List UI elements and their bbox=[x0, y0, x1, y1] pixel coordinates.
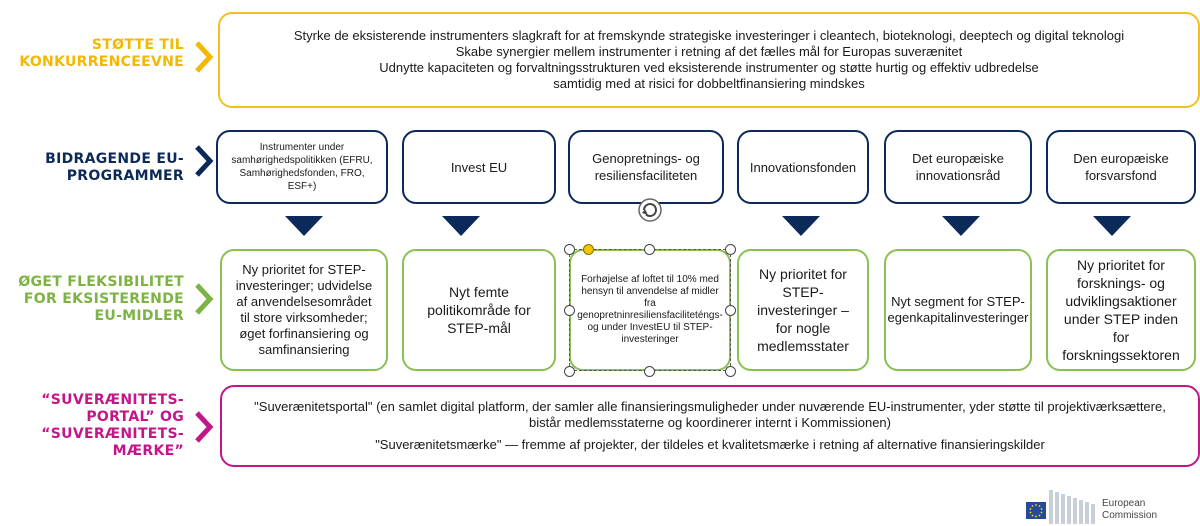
flex-text: Nyt femte politikområde for STEP-mål bbox=[427, 284, 531, 336]
program-invest-eu: Invest EU bbox=[402, 130, 556, 204]
label-sovereignty-portal: “SUVERÆNITETS- PORTAL” OG “SUVERÆNITETS-… bbox=[41, 392, 184, 460]
seal-description: "Suverænitetsmærke" — fremme af projekte… bbox=[375, 437, 1045, 452]
goal-line: Skabe synergier mellem instrumenter i re… bbox=[455, 44, 963, 59]
program-rrf: Genopretnings- og resiliensfaciliteten bbox=[568, 130, 724, 204]
label-line: PROGRAMMER bbox=[66, 168, 184, 184]
arrow-down-icon bbox=[285, 216, 323, 236]
goal-line: Udnytte kapaciteten og forvaltningsstruk… bbox=[379, 60, 1039, 75]
program-eic: Det europæiske innovationsråd bbox=[884, 130, 1032, 204]
program-label: Det europæiske innovationsråd bbox=[912, 151, 1004, 183]
label-line: “SUVERÆNITETS- bbox=[41, 392, 184, 408]
logo-text: Commission bbox=[1102, 510, 1158, 521]
label-support-competitiveness: STØTTE TIL KONKURRENCEEVNE bbox=[19, 37, 184, 71]
program-label: Invest EU bbox=[450, 159, 508, 175]
european-commission-logo bbox=[1026, 490, 1095, 524]
label-line: EU-MIDLER bbox=[94, 308, 184, 324]
label-contributing-programmes: BIDRAGENDE EU- PROGRAMMER bbox=[45, 151, 184, 185]
resize-handle[interactable] bbox=[564, 366, 575, 377]
resize-handle[interactable] bbox=[725, 305, 736, 316]
portal-description: "Suverænitetsportal" (en samlet digital … bbox=[254, 399, 1166, 430]
selection-frame bbox=[569, 249, 731, 371]
logo-text: European bbox=[1102, 498, 1146, 509]
label-line: STØTTE TIL bbox=[91, 37, 184, 53]
label-line: “SUVERÆNITETS- bbox=[41, 426, 184, 442]
label-line: PORTAL” OG bbox=[86, 409, 184, 425]
flex-text: Forhøjelse af loftet til 10% med hensyn … bbox=[577, 274, 723, 345]
goal-line: Styrke de eksisterende instrumenters sla… bbox=[293, 28, 1125, 43]
resize-handle[interactable] bbox=[644, 244, 655, 255]
label-line: BIDRAGENDE EU- bbox=[45, 151, 184, 167]
competitiveness-goals-box: Styrke de eksisterende instrumenters sla… bbox=[218, 12, 1200, 108]
resize-handle[interactable] bbox=[725, 244, 736, 255]
european-commission-wordmark: European Commission bbox=[1102, 498, 1157, 522]
flex-text: Ny prioritet for STEP-investeringer; udv… bbox=[235, 262, 373, 357]
flex-cohesion: Ny prioritet for STEP-investeringer; udv… bbox=[220, 249, 388, 371]
goal-line: samtidig med at risici for dobbeltfinans… bbox=[553, 76, 865, 91]
chevron-right-icon bbox=[195, 283, 214, 315]
flex-text: Ny prioritet for STEP-investeringer – fo… bbox=[757, 266, 849, 354]
program-innovation-fund: Innovationsfonden bbox=[737, 130, 869, 204]
label-increased-flexibility: ØGET FLEKSIBILITET FOR EKSISTERENDE EU-M… bbox=[18, 274, 184, 325]
chevron-right-icon bbox=[195, 145, 214, 177]
label-line: KONKURRENCEEVNE bbox=[19, 54, 184, 70]
resize-handle[interactable] bbox=[725, 366, 736, 377]
flex-text: Ny prioritet for forsknings- og udviklin… bbox=[1062, 257, 1180, 363]
flex-invest-eu: Nyt femte politikområde for STEP-mål bbox=[402, 249, 556, 371]
arrow-down-icon bbox=[1093, 216, 1131, 236]
program-label: Genopretnings- og resiliensfaciliteten bbox=[592, 151, 700, 183]
resize-handle[interactable] bbox=[564, 244, 575, 255]
flex-innovation-fund: Ny prioritet for STEP-investeringer – fo… bbox=[737, 249, 869, 371]
adjust-handle[interactable] bbox=[583, 244, 594, 255]
chevron-right-icon bbox=[195, 411, 214, 443]
program-label: Den europæiske forsvarsfond bbox=[1073, 151, 1169, 183]
label-line: ØGET FLEKSIBILITET bbox=[18, 274, 184, 290]
flex-eic: Nyt segment for STEP-egenkapitalinvester… bbox=[884, 249, 1032, 371]
flex-defence-fund: Ny prioritet for forsknings- og udviklin… bbox=[1046, 249, 1196, 371]
program-label: Instrumenter under samhørighedspolitikke… bbox=[231, 142, 373, 192]
resize-handle[interactable] bbox=[644, 366, 655, 377]
arrow-down-icon bbox=[782, 216, 820, 236]
arrow-down-icon bbox=[942, 216, 980, 236]
program-label: Innovationsfonden bbox=[749, 159, 857, 175]
program-defence-fund: Den europæiske forsvarsfond bbox=[1046, 130, 1196, 204]
label-line: FOR EKSISTERENDE bbox=[23, 291, 184, 307]
program-cohesion-policy: Instrumenter under samhørighedspolitikke… bbox=[216, 130, 388, 204]
flex-text: Nyt segment for STEP-egenkapitalinvester… bbox=[887, 294, 1029, 325]
resize-handle[interactable] bbox=[564, 305, 575, 316]
sovereignty-portal-box: "Suverænitetsportal" (en samlet digital … bbox=[220, 385, 1200, 467]
arrow-down-icon bbox=[442, 216, 480, 236]
chevron-right-icon bbox=[195, 41, 214, 73]
rotate-handle-icon[interactable] bbox=[636, 196, 664, 224]
label-line: MÆRKE” bbox=[112, 443, 184, 459]
